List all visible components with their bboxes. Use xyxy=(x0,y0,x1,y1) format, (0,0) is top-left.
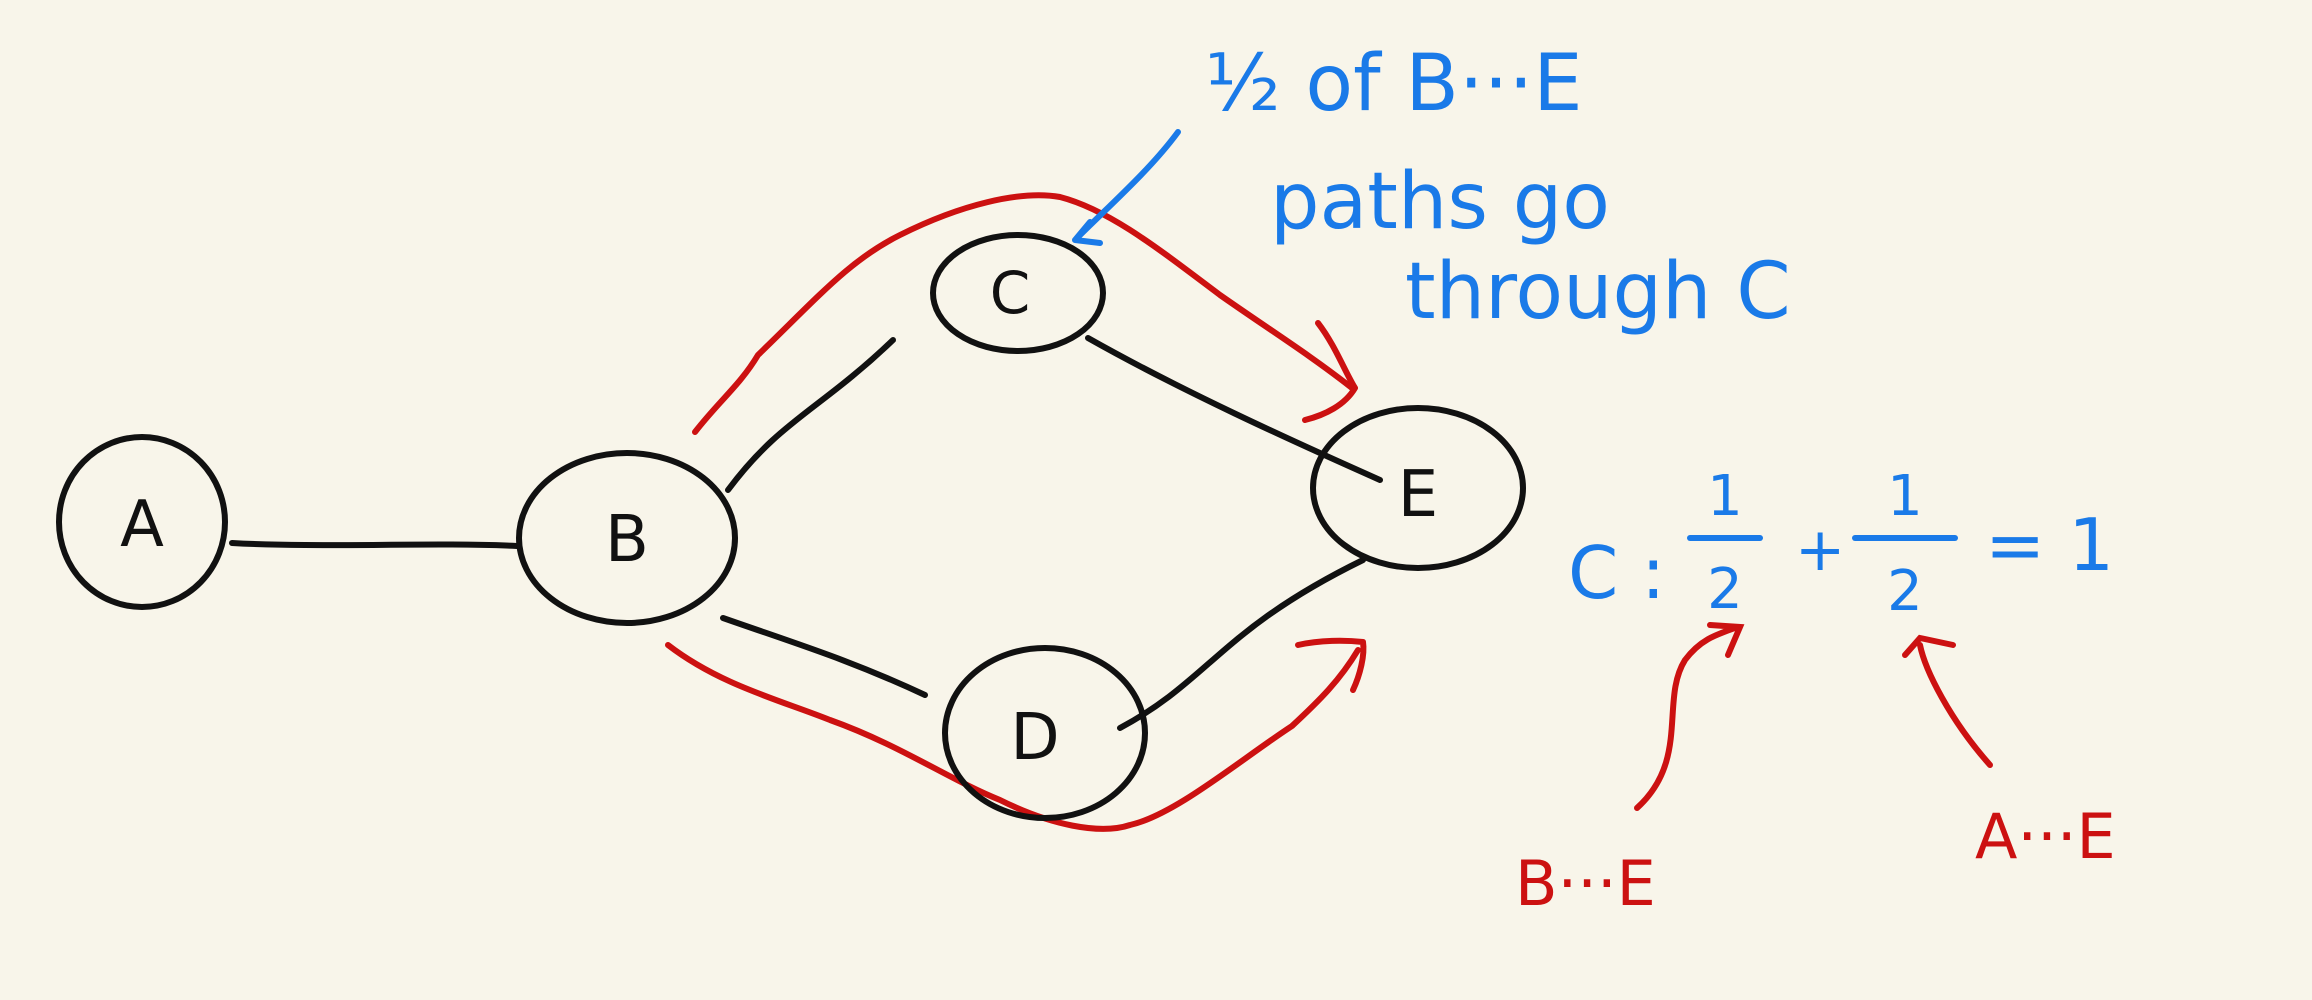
arrow-right-label xyxy=(1902,634,1993,768)
edge-a-b xyxy=(229,540,520,549)
node-e-label: E xyxy=(1398,458,1438,532)
arrowhead-via-d xyxy=(1295,637,1367,693)
blue-annotation: ½ of B···E paths go through C xyxy=(1072,39,1791,337)
annotation-line-3: through C xyxy=(1405,247,1791,337)
annotation-line-2: paths go xyxy=(1270,157,1610,247)
edge-b-d xyxy=(720,615,928,698)
annotation-line-1: ½ of B···E xyxy=(1205,39,1583,129)
equals-one: = 1 xyxy=(1985,503,2114,587)
fraction-1-denominator: 2 xyxy=(1707,557,1743,622)
node-e: E xyxy=(1310,405,1526,571)
red-annotations: B···E A···E xyxy=(1515,622,2116,920)
node-c-label: C xyxy=(990,259,1031,327)
edge-b-c xyxy=(725,337,896,493)
node-d-label: D xyxy=(1010,701,1059,775)
edge-c-e xyxy=(1085,335,1383,483)
node-d: D xyxy=(942,645,1148,821)
arrow-left-label xyxy=(1634,622,1745,811)
equation: C : 1 2 + 1 2 = 1 xyxy=(1568,464,2114,624)
node-a-label: A xyxy=(120,488,164,562)
equation-prefix: C : xyxy=(1568,531,1665,615)
node-c: C xyxy=(930,232,1106,354)
plus-sign: + xyxy=(1795,515,1845,585)
node-a: A xyxy=(56,434,228,610)
path-via-d xyxy=(665,642,1361,832)
node-b-label: B xyxy=(605,503,649,577)
label-b-to-e: B···E xyxy=(1515,847,1656,920)
fraction-2-denominator: 2 xyxy=(1887,559,1923,624)
fraction-2-numerator: 1 xyxy=(1887,464,1923,529)
node-b: B xyxy=(516,450,738,626)
fraction-1-numerator: 1 xyxy=(1707,464,1743,529)
edges xyxy=(229,335,1383,731)
arrowhead-via-c xyxy=(1302,320,1358,423)
label-a-to-e: A···E xyxy=(1975,800,2116,873)
pointer-arrow xyxy=(1072,129,1181,246)
edge-d-e xyxy=(1117,557,1366,731)
nodes: A B C D E xyxy=(56,232,1526,821)
red-paths xyxy=(665,192,1367,832)
path-via-c xyxy=(692,192,1355,435)
